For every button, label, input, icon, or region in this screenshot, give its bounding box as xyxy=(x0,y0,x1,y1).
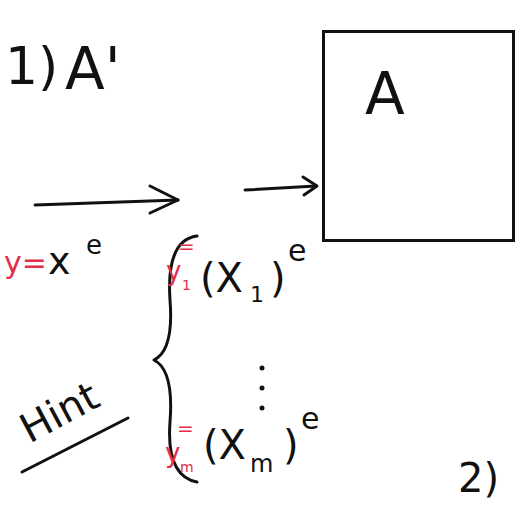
arrow-head xyxy=(150,186,178,213)
short-arrow xyxy=(245,186,316,190)
handwritten-label: e xyxy=(86,232,102,258)
handwritten-label: (X xyxy=(200,258,243,298)
handwritten-label: e xyxy=(288,236,306,266)
handwritten-label: m xyxy=(250,452,273,476)
handwritten-label: 1 xyxy=(182,278,191,292)
handwritten-label: y xyxy=(165,440,180,466)
handwritten-label: 1 xyxy=(250,284,264,306)
handwritten-label: ) xyxy=(270,258,286,298)
process-box: A xyxy=(322,30,515,242)
curly-brace xyxy=(154,236,197,482)
handwritten-label: m xyxy=(180,460,194,474)
vertical-ellipsis xyxy=(260,366,265,411)
handwritten-label: A' xyxy=(65,40,121,98)
long-arrow xyxy=(35,200,178,205)
handwritten-label: = xyxy=(177,418,194,438)
handwritten-label: y= xyxy=(4,248,47,278)
handwritten-label: 2) xyxy=(458,458,499,498)
handwritten-label: e xyxy=(301,404,319,434)
box-label: A xyxy=(365,65,512,123)
handwritten-label: ) xyxy=(283,425,299,465)
arrow-head xyxy=(303,177,317,195)
handwritten-label: = xyxy=(178,236,195,256)
handwritten-label: (X xyxy=(203,425,246,465)
handwritten-label: x xyxy=(48,242,71,280)
handwritten-label: 1) xyxy=(5,40,58,92)
handwritten-label: y xyxy=(166,258,181,284)
